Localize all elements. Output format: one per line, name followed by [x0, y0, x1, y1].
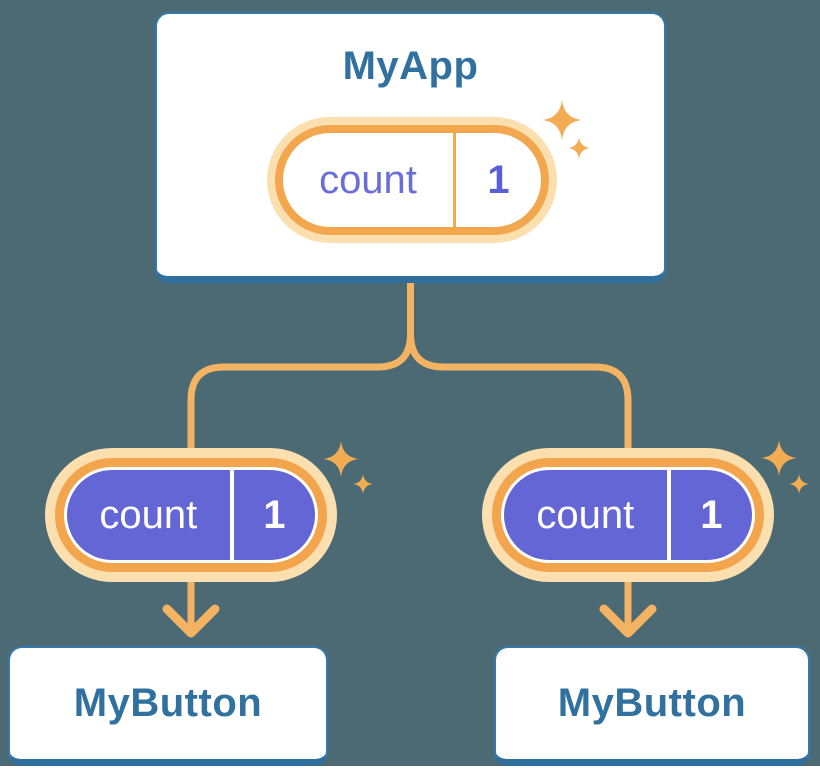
arrow-down-icon — [599, 604, 657, 638]
sparkle-icon — [568, 137, 590, 159]
state-value-label: 1 — [263, 492, 286, 537]
bottom-page-strip — [0, 766, 820, 770]
sparkle-icon — [789, 474, 809, 494]
child-component-card-left: MyButton — [8, 646, 328, 766]
child-state-pill-left: count 1 — [45, 448, 337, 582]
child-component-title: MyButton — [557, 681, 747, 725]
pill-divider — [229, 470, 234, 560]
sparkle-icon — [761, 440, 797, 476]
child-state-pill-left-body: count 1 — [55, 458, 327, 572]
child-component-title: MyButton — [73, 681, 263, 725]
state-key-label: count — [319, 157, 417, 202]
branch-connector-right — [407, 278, 632, 460]
child-component-card-right: MyButton — [494, 646, 810, 766]
root-state-pill-body: count 1 — [275, 125, 549, 235]
sparkle-icon — [323, 441, 359, 477]
state-value-label: 1 — [487, 157, 510, 202]
child-state-pill-right: count 1 — [482, 448, 774, 582]
pill-divider — [453, 133, 456, 227]
root-component-title: MyApp — [342, 44, 479, 88]
pill-divider — [666, 470, 671, 560]
state-value-label: 1 — [700, 492, 723, 537]
child-state-pill-right-body: count 1 — [492, 458, 764, 572]
sparkle-icon — [353, 474, 373, 494]
arrow-down-icon — [162, 604, 220, 638]
state-key-label: count — [536, 492, 635, 537]
pill-purple-body: count 1 — [504, 470, 752, 560]
sparkle-icon — [542, 100, 582, 140]
pill-purple-body: count 1 — [67, 470, 315, 560]
state-key-label: count — [99, 492, 198, 537]
root-state-pill: count 1 — [267, 117, 557, 243]
